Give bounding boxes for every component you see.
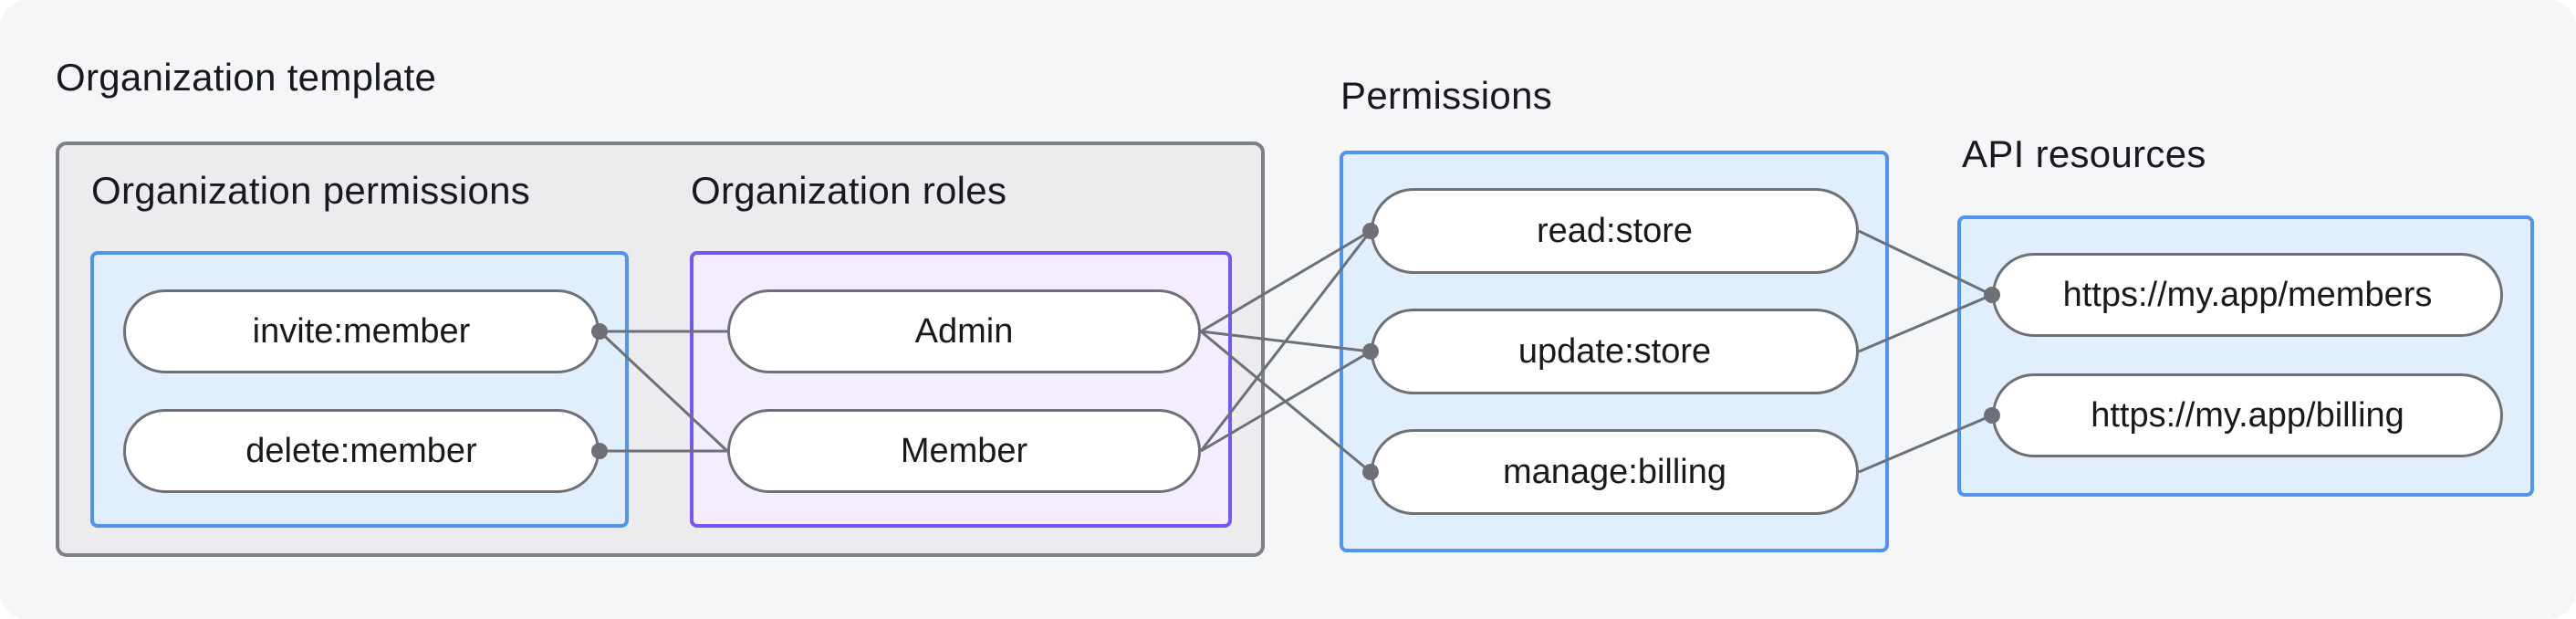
node-api-billing-url: https://my.app/billing bbox=[1992, 373, 2503, 457]
api-resources-title: API resources bbox=[1962, 132, 2206, 175]
node-invite-member: invite:member bbox=[123, 289, 600, 373]
node-update-store: update:store bbox=[1371, 309, 1859, 394]
org-template-title: Organization template bbox=[56, 56, 437, 99]
node-member: Member bbox=[727, 409, 1201, 493]
permissions-title: Permissions bbox=[1340, 74, 1553, 117]
node-manage-billing: manage:billing bbox=[1371, 429, 1859, 515]
node-read-store: read:store bbox=[1371, 188, 1859, 274]
node-admin: Admin bbox=[727, 289, 1201, 373]
org-roles-title: Organization roles bbox=[691, 169, 1007, 212]
node-api-members-url: https://my.app/members bbox=[1992, 253, 2503, 337]
node-delete-member: delete:member bbox=[123, 409, 600, 493]
org-permissions-title: Organization permissions bbox=[91, 169, 531, 212]
